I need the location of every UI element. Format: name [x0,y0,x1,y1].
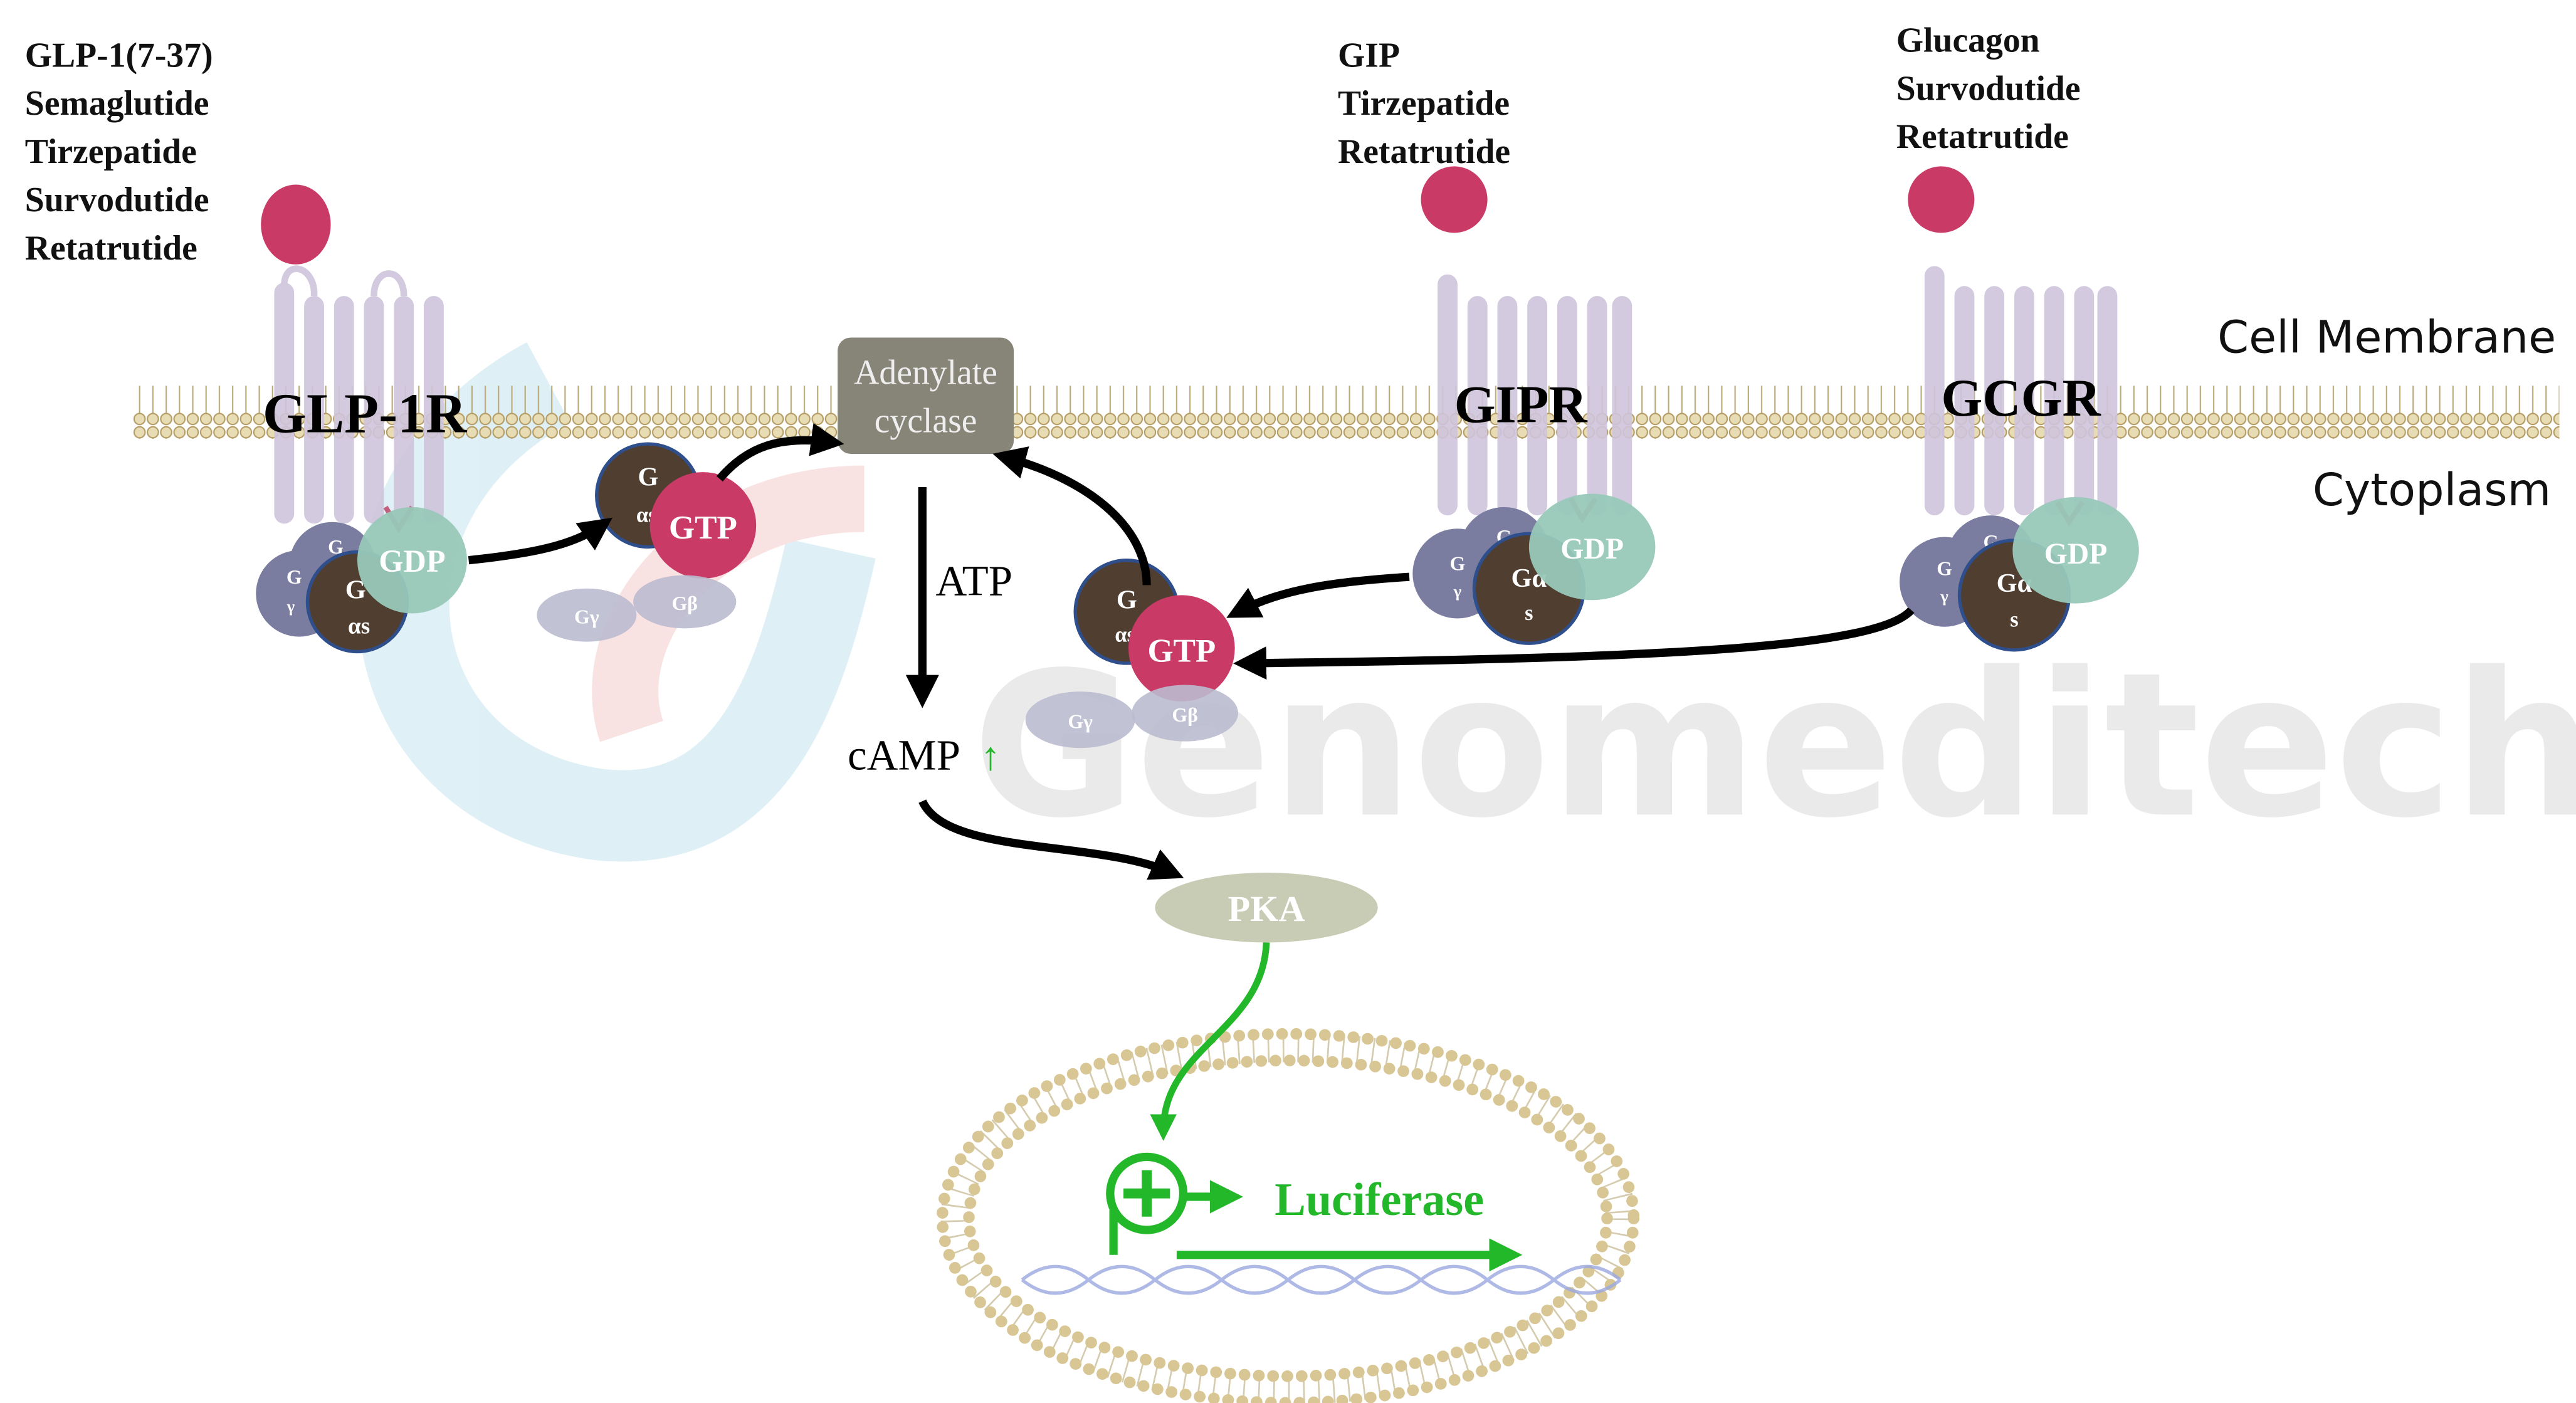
gtp-label: GTP [1147,633,1216,669]
arrow-gtp-to-cyclase-2 [992,446,1151,586]
atp-label: ATP [935,557,1012,604]
pathway-arrows [468,423,1915,880]
gipr-ligand-list: GIP Tirzepatide Retatrutide [1338,36,1510,171]
adenylate-cyclase-line2: cyclase [875,402,977,441]
glp1r-label: GLP-1R [263,383,467,445]
gamma-subscript: γ [1940,587,1948,606]
ggamma-free-label: Gγ [1068,710,1093,732]
ggamma-free-label: Gγ [574,606,599,628]
galpha-label: G [1117,586,1137,615]
camp-increase-arrow: ↑ [980,734,1001,779]
ggamma-label: G [1937,558,1952,580]
dna-helix [1021,1264,1622,1295]
gtp-label: GTP [669,510,737,546]
ligand-name: Glucagon [1896,21,2040,60]
ligand-name: Survodutide [25,181,209,219]
s-label: s [2010,608,2018,632]
arrow-gtp-to-cyclase [716,423,844,482]
ligand-name: Semaglutide [25,84,209,123]
ligand-name: GLP-1(7-37) [25,36,213,75]
ligand-name: Tirzepatide [25,132,197,171]
ligand-name: Survodutide [1896,69,2081,108]
gamma-subscript: γ [1453,582,1462,601]
g-protein-complex-gipr: G G γ Gα s GDP [1412,493,1656,645]
gbeta-free-label: Gβ [671,592,698,614]
gcgr-ligand-list: Glucagon Survodutide Retatrutide [1896,21,2081,156]
ggamma-label: G [1450,553,1466,575]
ggamma-label: G [287,566,302,588]
activated-gas-gtp-middle: G αs GTP Gγ Gβ [1025,559,1238,749]
adenylate-cyclase-line1: Adenylate [854,354,997,392]
gipr-label: GIPR [1454,376,1588,434]
arrow-gdp-to-gtp [468,517,612,565]
cell-membrane [133,386,2560,439]
gcgr-receptor [1924,266,2118,527]
ligand-glp1r [261,184,331,265]
arrow-gcgr-to-gtp [1233,607,1915,680]
activated-gas-gtp-left: G αs GTP Gγ Gβ [537,442,757,642]
gcgr-label: GCGR [1941,369,2101,428]
ligand-name: GIP [1338,36,1400,75]
alpha-s-label: αs [348,613,370,639]
pka: PKA [1155,873,1378,943]
adenylate-cyclase: Adenylate cyclase [838,337,1014,455]
cell-membrane-label: Cell Membrane [2217,311,2556,363]
arrow-pka-to-promoter [1150,942,1270,1141]
glp1r-receptor [274,265,444,533]
camp-label: cAMP [848,732,960,779]
pka-label: PKA [1228,888,1305,929]
gbeta-free-label: Gβ [1172,704,1198,726]
ligand-gipr [1421,166,1488,233]
galpha-label: G [638,462,658,491]
luciferase-label: Luciferase [1275,1174,1484,1226]
g-protein-complex-glp1r: G G γ G αs GDP [256,507,467,654]
gdp-label: GDP [379,544,445,579]
arrow-camp-to-pka [918,799,1184,880]
g-protein-complex-gcgr: G G γ Gα s GDP [1900,497,2139,652]
ligand-gcgr [1908,166,1975,233]
gdp-label: GDP [1560,532,1624,565]
s-label: s [1525,601,1533,625]
gamma-subscript: γ [287,597,295,616]
ligand-name: Tirzepatide [1338,84,1510,123]
glp1r-ligand-list: GLP-1(7-37) Semaglutide Tirzepatide Surv… [25,36,213,268]
ligand-name: Retatrutide [1896,117,2069,156]
gdp-label: GDP [2044,537,2108,570]
gipr-receptor [1438,274,1632,523]
cytoplasm-label: Cytoplasm [2313,464,2551,516]
arrow-gipr-to-gtp [1226,572,1410,618]
promoter-enhancer-icon [1106,1152,1523,1272]
ligand-name: Retatrutide [25,229,197,268]
ligand-name: Retatrutide [1338,132,1510,171]
